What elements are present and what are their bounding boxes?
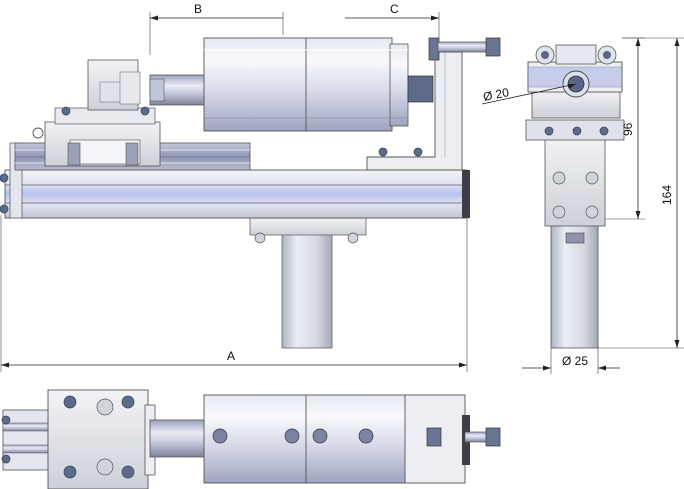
dimension-lines: B C A 96 164 Ø 25 — [0, 2, 684, 374]
front-view — [0, 37, 501, 349]
dimension-bore-diameter: Ø 20 — [482, 85, 511, 104]
dimension-b: B — [194, 2, 202, 16]
dimension-164: 164 — [660, 185, 674, 205]
dimension-rod-diameter: Ø 25 — [562, 354, 588, 368]
dimension-c: C — [390, 2, 399, 16]
dimension-a: A — [227, 349, 235, 363]
side-view — [525, 44, 625, 349]
dimension-96: 96 — [621, 122, 635, 136]
top-view — [1, 389, 501, 489]
